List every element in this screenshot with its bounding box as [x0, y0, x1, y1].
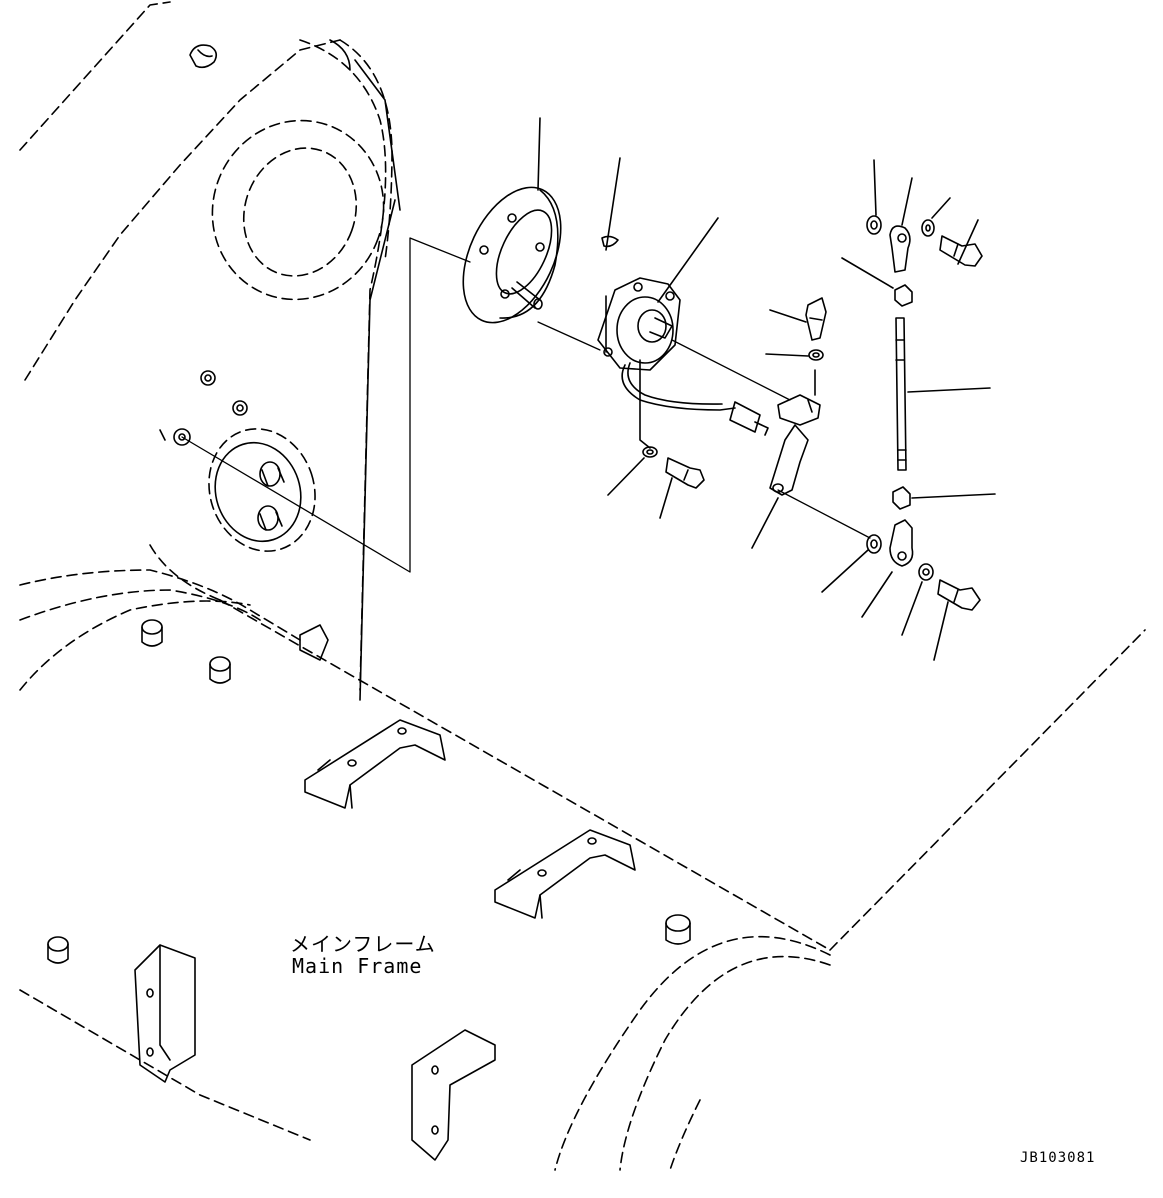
boss-leader-line: [181, 237, 471, 573]
frame-boss: [208, 428, 316, 552]
drawing-code: JB103081: [1020, 1150, 1096, 1166]
sensor-lever-line: [671, 339, 791, 401]
lever-rod-line: [777, 489, 871, 539]
flange-leader: [537, 117, 541, 191]
main-frame-lower: [19, 544, 1146, 1171]
lower-rod-end-group: [821, 486, 996, 661]
main-frame-upper: [19, 1, 401, 701]
lever-arm: [751, 369, 821, 549]
key-part: [601, 157, 621, 251]
sensor-bolt-set: [607, 446, 705, 519]
main-frame-label-jp: メインフレーム: [290, 932, 436, 956]
flange-plate: [462, 186, 562, 324]
threaded-rod: [895, 317, 991, 471]
lever-bolt-set: [765, 297, 827, 361]
sensor-body: [597, 217, 769, 449]
flange-sensor-line: [537, 321, 601, 351]
upper-rod-end-group: [841, 159, 983, 307]
main-frame-label-en: Main Frame: [292, 954, 423, 978]
frame-saddle-brackets: [134, 719, 636, 1161]
